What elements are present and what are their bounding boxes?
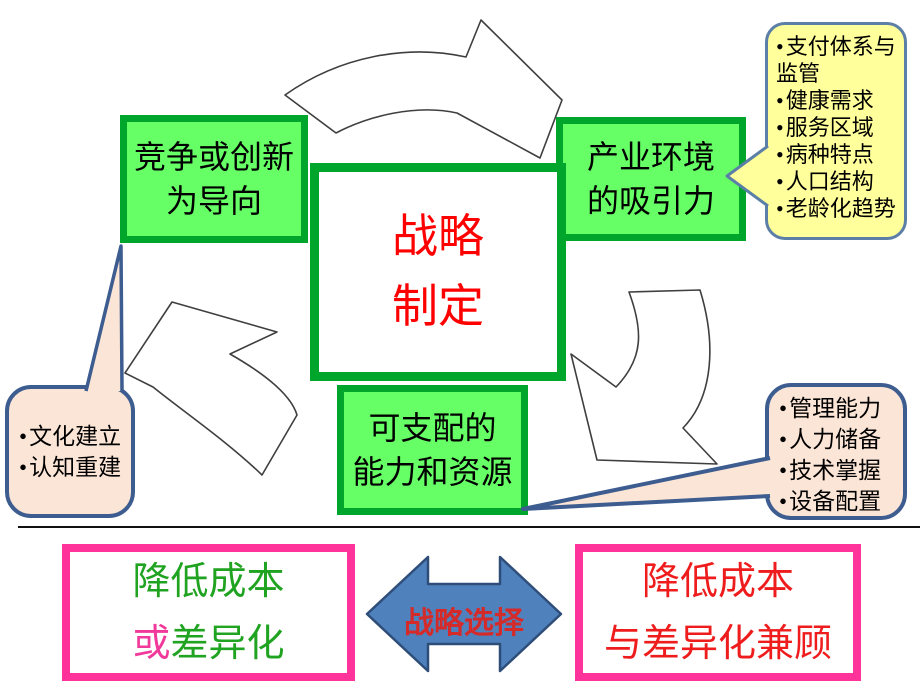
box-line: 或差异化 (132, 613, 284, 675)
cycle-arrow-right-icon (570, 289, 718, 465)
box-line: 降低成本 (641, 560, 794, 603)
list-item: 人力储备 (779, 424, 901, 455)
box-line: 与差异化兼顾 (603, 622, 832, 665)
box-line: 能力和资源 (352, 454, 513, 490)
list-item: 病种特点 (776, 141, 902, 168)
strategy-choice-label: 战略选择 (404, 607, 524, 640)
list-item: 设备配置 (779, 486, 901, 517)
list-item: 健康需求 (776, 87, 902, 114)
box-line: 竞争或创新 (133, 139, 294, 175)
box-competition-innovation: 竞争或创新 为导向 (120, 115, 308, 243)
box-line: 为导向 (165, 183, 262, 219)
list-item: 支付体系与监管 (776, 33, 902, 87)
box-industry-attractiveness: 产业环境 的吸引力 (556, 117, 746, 241)
callout-industry-factors: 支付体系与监管 健康需求 服务区域 病种特点 人口结构 老龄化趋势 (765, 22, 907, 240)
box-line: 制定 (392, 281, 484, 332)
highlight-char: 或 (132, 622, 171, 665)
box-disposable-resources: 可支配的 能力和资源 (337, 385, 528, 515)
capabilities-callout-pointer-icon (521, 456, 771, 511)
cycle-arrow-left-icon (124, 301, 298, 476)
list-item: 技术掌握 (779, 455, 901, 486)
box-line: 产业环境 (586, 139, 715, 175)
capabilities-list: 管理能力 人力储备 技术掌握 设备配置 (779, 393, 901, 517)
list-item: 文化建立 (19, 421, 129, 452)
list-item: 认知重建 (19, 452, 129, 483)
culture-list: 文化建立 认知重建 (19, 421, 129, 483)
box-line: 的吸引力 (586, 183, 715, 219)
callout-capabilities: 管理能力 人力储备 技术掌握 设备配置 (765, 383, 907, 520)
box-line: 战略 (392, 211, 484, 262)
industry-factors-list: 支付体系与监管 健康需求 服务区域 病种特点 人口结构 老龄化趋势 (776, 33, 902, 222)
line-rest: 差异化 (170, 622, 285, 665)
culture-callout-pointer-icon (84, 244, 124, 392)
box-cost-or-differentiation: 降低成本 或差异化 (62, 544, 355, 681)
list-item: 管理能力 (779, 393, 901, 424)
box-line: 降低成本 (132, 560, 285, 603)
box-cost-and-differentiation: 降低成本 与差异化兼顾 (575, 544, 861, 681)
list-item: 服务区域 (776, 114, 902, 141)
cycle-arrow-top-icon (284, 19, 563, 159)
box-line: 可支配的 (368, 410, 497, 446)
list-item: 人口结构 (776, 168, 902, 195)
list-item: 老龄化趋势 (776, 195, 902, 222)
box-strategy-formulation: 战略 制定 (310, 163, 566, 381)
section-divider-line (18, 526, 920, 528)
callout-culture: 文化建立 认知重建 (5, 385, 135, 518)
